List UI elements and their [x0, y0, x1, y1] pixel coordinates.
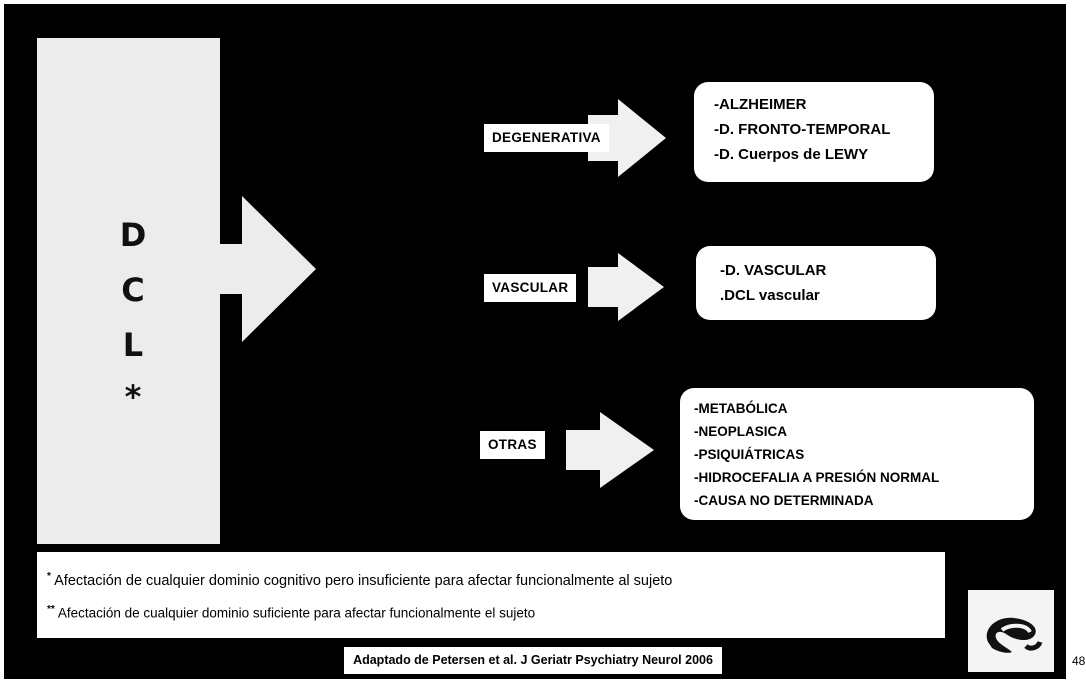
arrows-layer	[214, 99, 666, 488]
footnote-text: Afectación de cualquier dominio cognitiv…	[54, 572, 673, 589]
footnote-marker: **	[47, 604, 55, 615]
slide: D C L * DEGENERATIVA VASCULAR OTRAS -ALZ…	[4, 4, 1066, 679]
dcl-asterisk: *	[124, 378, 142, 416]
result-item: -D. VASCULAR	[720, 262, 827, 279]
dcl-letter-d: D	[119, 216, 147, 254]
result-item: -HIDROCEFALIA A PRESIÓN NORMAL	[694, 470, 940, 485]
brain-logo-icon	[986, 617, 1043, 653]
footnote-marker: *	[47, 571, 51, 582]
big-arrow	[214, 196, 316, 342]
source-citation: Adaptado de Petersen et al. J Geriatr Ps…	[344, 647, 722, 674]
dcl-letter-c: C	[121, 271, 145, 309]
category-label-vascular: VASCULAR	[484, 274, 577, 302]
result-item: -ALZHEIMER	[714, 96, 807, 113]
result-item: -D. FRONTO-TEMPORAL	[714, 121, 891, 138]
dcl-letter-l: L	[122, 326, 144, 364]
category-label-otras: OTRAS	[480, 431, 545, 459]
page-number: 48	[1072, 654, 1086, 668]
footnote-text: Afectación de cualquier dominio suficien…	[57, 605, 536, 621]
arrow-otras	[566, 412, 654, 488]
footnote-box: * Afectación de cualquier dominio cognit…	[37, 552, 945, 638]
result-item: -CAUSA NO DETERMINADA	[694, 493, 874, 508]
result-item: -METABÓLICA	[694, 401, 788, 416]
logo-box	[968, 590, 1054, 672]
result-box-vascular: -D. VASCULAR .DCL vascular	[696, 246, 936, 320]
category-label-degenerativa: DEGENERATIVA	[484, 124, 609, 152]
result-item: .DCL vascular	[720, 287, 820, 304]
result-item: -NEOPLASICA	[694, 424, 788, 439]
result-item: -D. Cuerpos de LEWY	[714, 146, 869, 163]
arrow-degenerativa	[588, 99, 666, 177]
footnote-single: * Afectación de cualquier dominio cognit…	[47, 571, 672, 589]
footnote-double: ** Afectación de cualquier dominio sufic…	[47, 604, 535, 621]
dcl-box: D C L *	[37, 38, 220, 544]
result-box-degenerativa: -ALZHEIMER -D. FRONTO-TEMPORAL -D. Cuerp…	[694, 82, 934, 182]
result-box-otras: -METABÓLICA -NEOPLASICA -PSIQUIÁTRICAS -…	[680, 388, 1034, 520]
arrow-vascular	[588, 253, 664, 321]
result-item: -PSIQUIÁTRICAS	[694, 447, 805, 462]
